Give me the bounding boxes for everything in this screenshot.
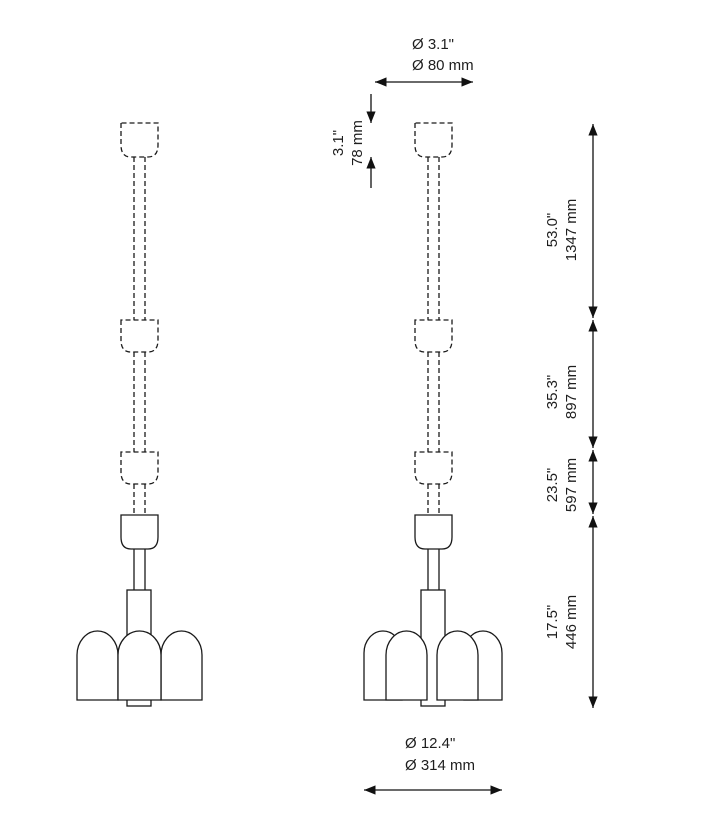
shade-inner-right xyxy=(436,630,479,701)
length-dimension-chain: 53.0" 1347 mm 35.3" 897 mm 23.5" 597 mm … xyxy=(544,123,598,708)
lamp-side-view xyxy=(76,122,203,707)
canopy-height-dimension: 3.1" 78 mm xyxy=(330,94,376,188)
shade-center xyxy=(117,630,162,701)
segment-1-mm: 1347 mm xyxy=(563,199,580,262)
canopy-cup-low xyxy=(414,451,453,485)
shade-diameter-mm: Ø 314 mm xyxy=(405,757,475,774)
segment-4-inch: 17.5" xyxy=(544,605,561,640)
canopy-height-mm: 78 mm xyxy=(349,120,366,166)
shade-diameter-inch: Ø 12.4" xyxy=(405,735,455,752)
segment-2-inch: 35.3" xyxy=(544,375,561,410)
shade-right xyxy=(160,630,203,701)
shade-inner-left xyxy=(385,630,428,701)
canopy-cup-solid xyxy=(120,514,159,550)
canopy-diameter-mm: Ø 80 mm xyxy=(412,57,474,74)
segment-3-inch: 23.5" xyxy=(544,468,561,503)
shade-diameter-dimension: Ø 12.4" Ø 314 mm xyxy=(364,735,502,795)
canopy-cup-mid xyxy=(120,319,159,353)
canopy-cup-solid xyxy=(414,514,453,550)
canopy-height-inch: 3.1" xyxy=(330,130,347,156)
canopy-diameter-dimension: Ø 3.1" Ø 80 mm xyxy=(375,36,474,87)
canopy-cup-top xyxy=(120,122,159,158)
segment-1-inch: 53.0" xyxy=(544,213,561,248)
canopy-cup-low xyxy=(120,451,159,485)
canopy-diameter-inch: Ø 3.1" xyxy=(412,36,454,53)
canopy-cup-top xyxy=(414,122,453,158)
lamp-front-view xyxy=(363,122,503,707)
segment-2-mm: 897 mm xyxy=(563,365,580,419)
canopy-cup-mid xyxy=(414,319,453,353)
segment-4-mm: 446 mm xyxy=(563,595,580,649)
shade-left xyxy=(76,630,119,701)
segment-3-mm: 597 mm xyxy=(563,458,580,512)
